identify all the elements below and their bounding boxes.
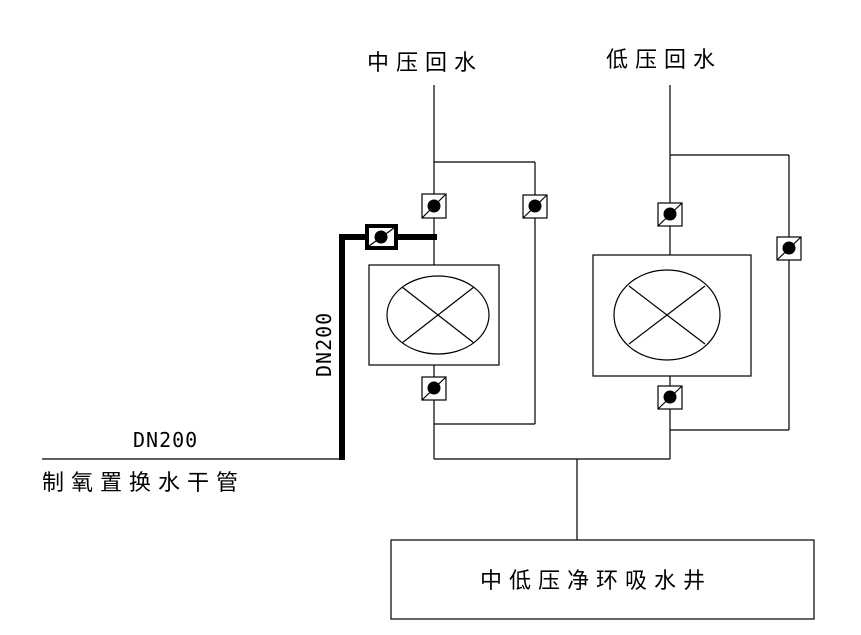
valve-low-upper[interactable] (657, 202, 683, 227)
valve-oxygen-main[interactable] (365, 224, 398, 250)
water-well-box (390, 539, 815, 620)
valve-mid-lower[interactable] (421, 376, 447, 401)
return-header (434, 458, 670, 540)
label-low-pressure-return: 低压回水 (606, 48, 722, 73)
label-mid-pressure-return: 中压回水 (367, 51, 483, 76)
valve-low-lower[interactable] (657, 385, 683, 410)
mid-pressure-cooler (368, 264, 500, 366)
label-oxygen-replacement-main: 制氧置换水干管 (42, 471, 245, 496)
oxygen-replacement-main (42, 224, 437, 460)
valve-mid-bypass[interactable] (522, 194, 548, 219)
oxygen-main-riser (339, 234, 365, 460)
low-pressure-cooler (592, 254, 752, 377)
label-water-well: 中低压净环吸水井 (480, 569, 712, 594)
label-pipe-size-vertical: DN200 (312, 312, 336, 377)
valve-mid-upper[interactable] (421, 193, 447, 219)
valve-low-bypass[interactable] (776, 236, 802, 261)
low-pressure-circuit (592, 85, 802, 459)
label-pipe-size-horizontal: DN200 (133, 428, 198, 452)
mid-pressure-circuit (368, 85, 548, 459)
